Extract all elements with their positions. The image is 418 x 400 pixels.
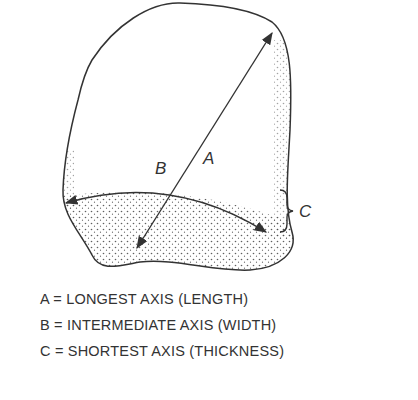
axis-a-arrow (137, 33, 272, 248)
pebble-outline (63, 3, 293, 270)
axis-b-arrow (66, 192, 266, 232)
stipple-shading (40, 40, 304, 290)
key-text: A = LONGEST AXIS (LENGTH) (40, 292, 248, 307)
axis-label: A (203, 150, 214, 167)
axis-c-bracket (280, 190, 293, 232)
axis-label: C (299, 203, 311, 220)
axis-label: B (155, 160, 166, 177)
key-text: B = INTERMEDIATE AXIS (WIDTH) (40, 318, 276, 333)
key-text: C = SHORTEST AXIS (THICKNESS) (40, 344, 284, 359)
